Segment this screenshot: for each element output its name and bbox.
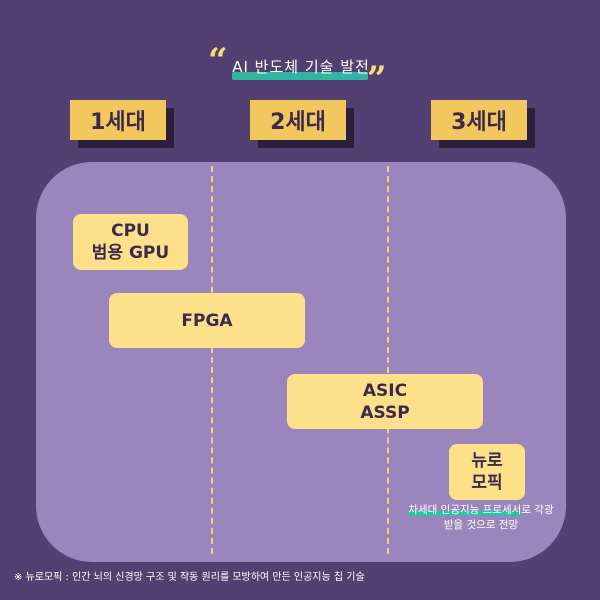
neuromorphic-note-line2: 받을 것으로 전망 bbox=[443, 519, 519, 531]
card-fpga-label: FPGA bbox=[181, 310, 233, 331]
neuromorphic-note: 차세대 인공지능 프로세서로 각광 받을 것으로 전망 bbox=[396, 503, 566, 533]
card-neuromorphic: 뉴로 모픽 bbox=[449, 444, 525, 500]
card-neuro-label-2: 모픽 bbox=[471, 473, 503, 493]
card-fpga: FPGA bbox=[109, 293, 305, 348]
page-title: AI 반도체 기술 발전 bbox=[232, 58, 370, 76]
title-underline bbox=[232, 72, 368, 80]
footnote: ※ 뉴로모픽 : 인간 뇌의 신경망 구조 및 작동 원리를 모방하여 만든 인… bbox=[14, 572, 365, 583]
generation-tag-label: 1세대 bbox=[70, 100, 166, 140]
card-assp-label: ASSP bbox=[360, 402, 410, 423]
generation-tag-label: 3세대 bbox=[431, 100, 527, 140]
card-gpu-label: 범용 GPU bbox=[91, 243, 170, 263]
open-quote-icon: “ bbox=[208, 41, 228, 81]
generation-divider-1-2 bbox=[211, 166, 213, 554]
card-cpu-label: CPU bbox=[111, 221, 150, 241]
generation-tag-2: 2세대 bbox=[250, 100, 354, 148]
card-cpu-gpu: CPU 범용 GPU bbox=[73, 214, 188, 270]
neuromorphic-note-rest: 로 각광 bbox=[521, 504, 554, 516]
card-asic-assp: ASIC ASSP bbox=[287, 374, 483, 429]
card-neuro-label-1: 뉴로 bbox=[471, 451, 503, 471]
close-quote-icon: ” bbox=[367, 59, 387, 99]
card-asic-label: ASIC bbox=[362, 380, 408, 401]
generation-divider-2-3 bbox=[387, 166, 389, 554]
generation-tag-1: 1세대 bbox=[70, 100, 174, 148]
title-area: “ AI 반도체 기술 발전 ” bbox=[0, 41, 600, 96]
neuromorphic-note-highlight: 차세대 인공지능 프로세서 bbox=[408, 504, 522, 516]
generation-tag-3: 3세대 bbox=[431, 100, 535, 148]
generation-tag-label: 2세대 bbox=[250, 100, 346, 140]
